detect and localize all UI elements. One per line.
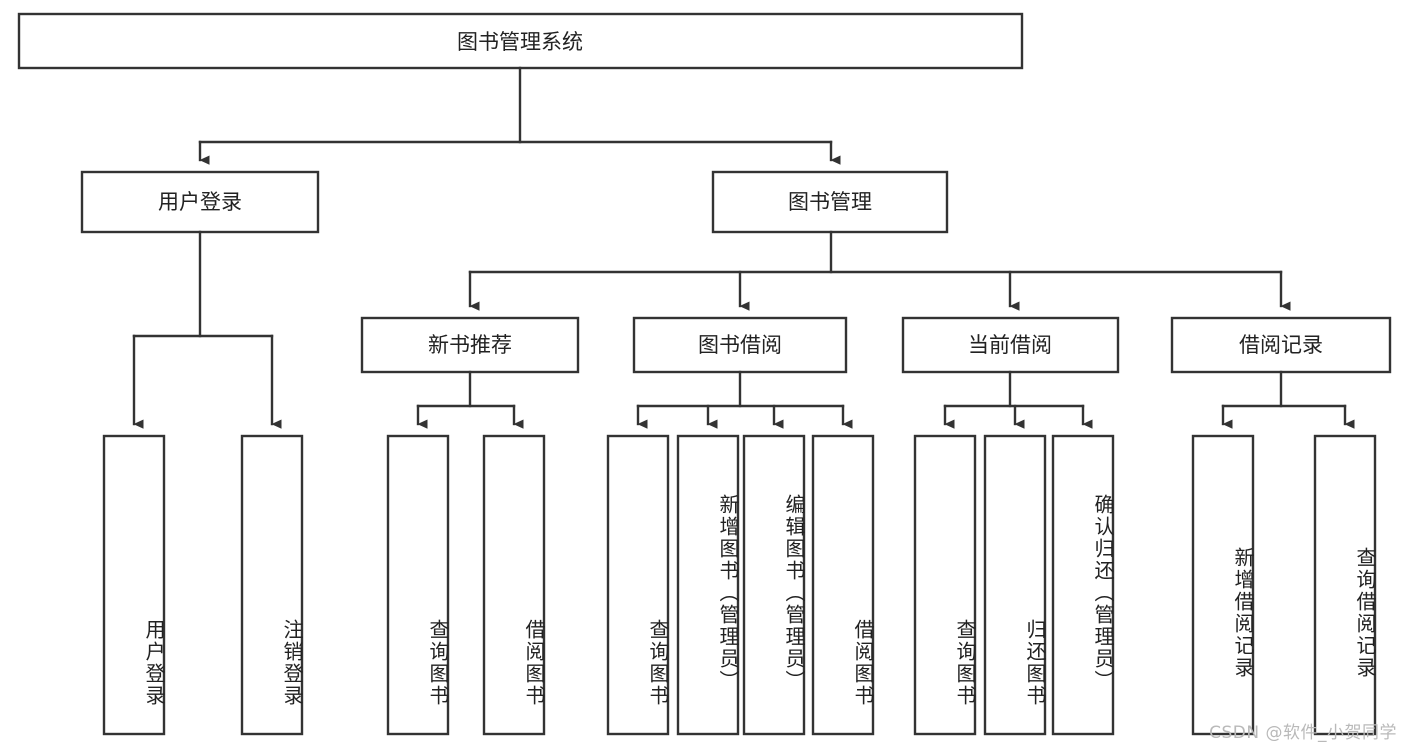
leaf-box-borrow-record-0[interactable]: [1191, 434, 1255, 736]
leaf-box-user-login-1[interactable]: [240, 434, 304, 736]
node-book-borrow-label: 图书借阅: [698, 333, 782, 357]
leaf-box-current-borrow-0[interactable]: [913, 434, 977, 736]
node-new-book-recommend-box[interactable]: [360, 316, 580, 374]
leaf-box-new-book-0[interactable]: [386, 434, 450, 736]
leaf-box-book-borrow-1[interactable]: [676, 434, 740, 736]
leaf-box-book-borrow-3[interactable]: [811, 434, 875, 736]
leaf-box-book-borrow-0[interactable]: [606, 434, 670, 736]
node-borrow-record-label: 借阅记录: [1239, 333, 1323, 357]
node-root-label: 图书管理系统: [457, 30, 583, 54]
node-current-borrow-box[interactable]: [901, 316, 1120, 374]
node-new-book-recommend-label: 新书推荐: [428, 333, 512, 357]
watermark-text: CSDN @软件_小贺同学: [1209, 723, 1397, 743]
node-current-borrow-label: 当前借阅: [968, 333, 1052, 357]
node-user-login-box[interactable]: [80, 170, 320, 234]
leaf-box-borrow-record-1[interactable]: [1313, 434, 1377, 736]
leaf-box-current-borrow-2[interactable]: [1051, 434, 1115, 736]
leaf-box-user-login-0[interactable]: [102, 434, 166, 736]
node-root-box[interactable]: [17, 12, 1024, 70]
leaf-box-book-borrow-2[interactable]: [742, 434, 806, 736]
leaf-box-current-borrow-1[interactable]: [983, 434, 1047, 736]
node-book-manage-label: 图书管理: [788, 190, 872, 214]
node-user-login-label: 用户登录: [158, 190, 242, 214]
leaf-box-new-book-1[interactable]: [482, 434, 546, 736]
